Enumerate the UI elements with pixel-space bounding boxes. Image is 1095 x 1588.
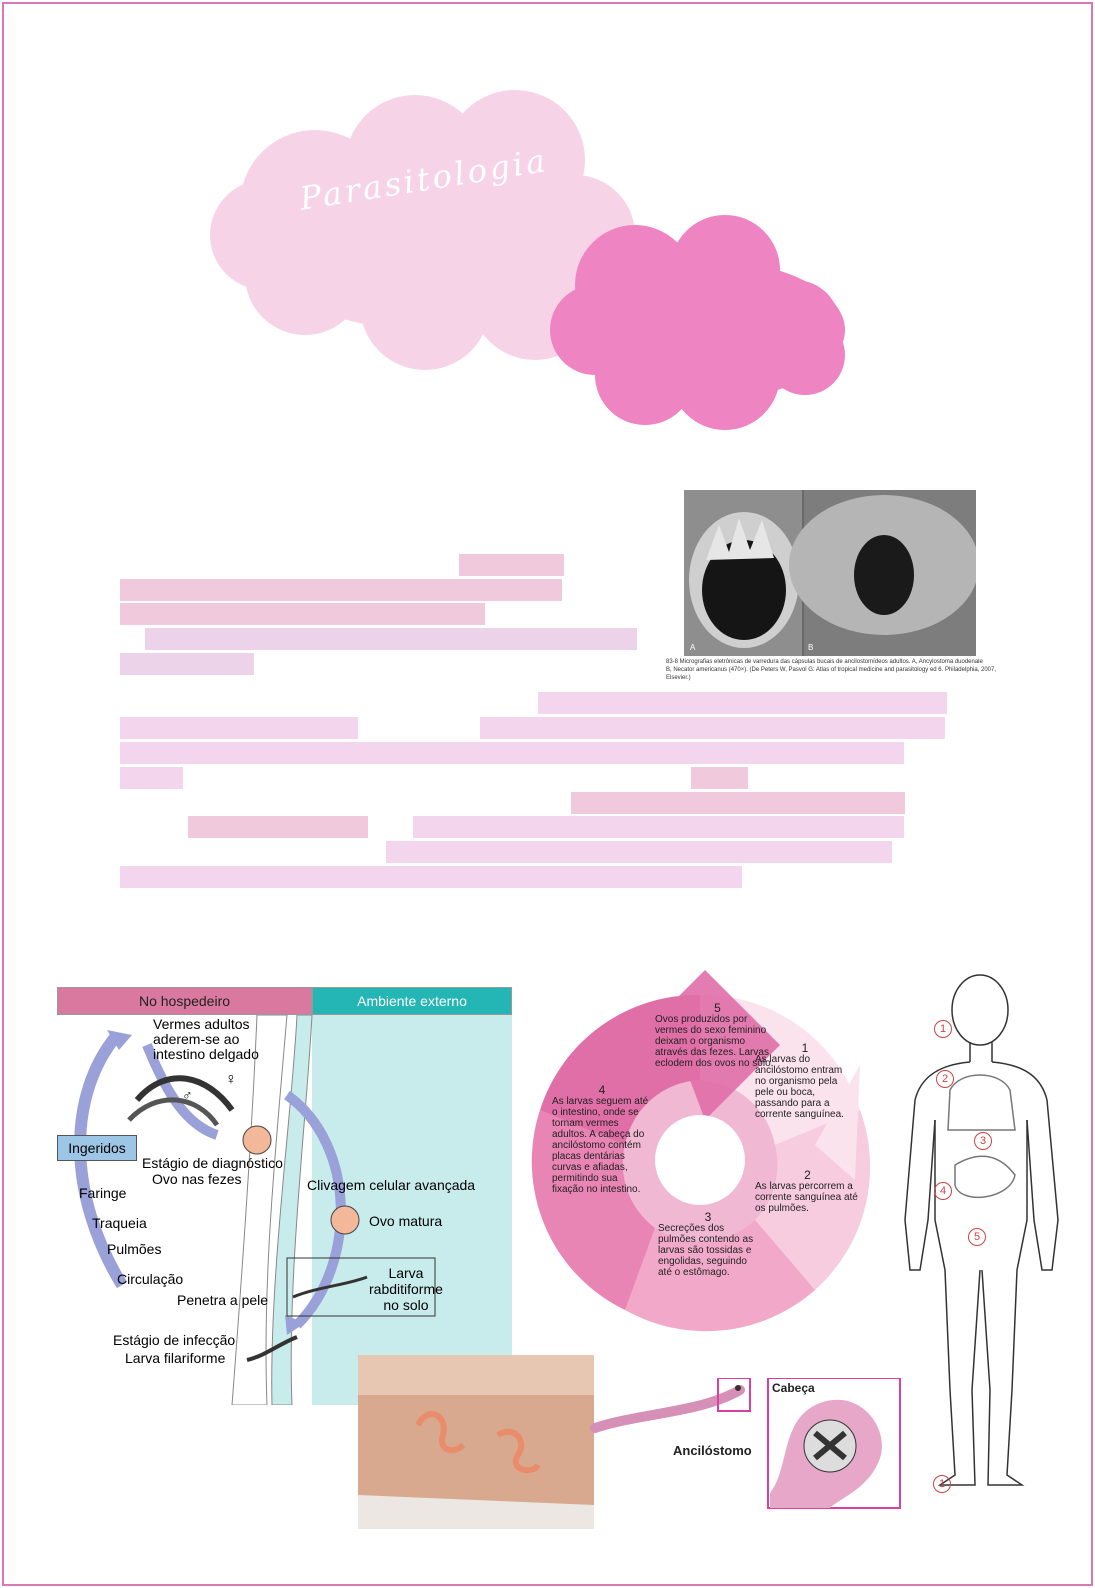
larva-line-3: no solo (383, 1297, 429, 1313)
body-marker-5: 5 (968, 1228, 986, 1246)
step-1-text: As larvas do ancilóstomo entram no organ… (755, 1054, 844, 1120)
step-4-text: As larvas seguem até o intestino, onde s… (552, 1096, 649, 1195)
step-3-number: 3 (704, 1210, 712, 1224)
adult-worms-label: Vermes adultos aderem-se ao intestino de… (153, 1016, 259, 1062)
female-symbol: ♀ (225, 1071, 237, 1088)
micrograph-image: A B (684, 490, 979, 656)
penetrates-skin-label: Penetra a pele (177, 1292, 269, 1308)
worm-name-label: Ancilóstomo (673, 1443, 752, 1458)
cycle-diagram (531, 970, 871, 1332)
pharynx-label: Faringe (79, 1185, 127, 1201)
human-body-figure (904, 974, 1059, 1486)
micrograph-caption: 83-8 Micrografias eletrônicas de varredu… (666, 658, 996, 682)
micrograph-label-b: B (808, 643, 813, 652)
body-marker-2: 2 (936, 1070, 954, 1088)
worm-head-label: Cabeça (772, 1381, 815, 1395)
step-5-number: 5 (714, 1001, 721, 1015)
rhabditiform-label: Larva rabditiforme no solo (369, 1265, 443, 1313)
lifecycle-diagram: No hospedeiro Ambiente externo Vermes ad… (57, 987, 512, 1405)
step-5-text: Ovos produzidos por vermes do sexo femin… (655, 1014, 774, 1069)
dark-cloud (550, 215, 845, 430)
body-marker-1: 1 (934, 1020, 952, 1038)
cycle-step-4: 4 As larvas seguem até o intestino, onde… (552, 1083, 652, 1195)
step-1-number: 1 (801, 1041, 809, 1055)
lungs-label: Pulmões (107, 1241, 162, 1257)
step-2-text: As larvas percorrem a corrente sanguínea… (755, 1181, 858, 1214)
larva-line-2: rabditiforme (369, 1281, 443, 1297)
step-3-text: Secreções dos pulmões contendo as larvas… (658, 1223, 754, 1278)
micrograph-drawing: A B (684, 490, 979, 656)
cycle-step-2: 2 As larvas percorrem a corrente sanguín… (755, 1168, 860, 1214)
egg-in-feces-label: Ovo nas fezes (152, 1171, 242, 1187)
cycle-step-1: 1 As larvas do ancilóstomo entram no org… (755, 1041, 855, 1120)
ingested-box: Ingeridos (57, 1135, 137, 1161)
filariform-larva-label: Larva filariforme (125, 1350, 226, 1366)
micrograph-label-a: A (690, 643, 696, 652)
infection-stage-label: Estágio de infecção (113, 1332, 236, 1348)
skin-lesion-photo (358, 1355, 594, 1529)
body-marker-3: 3 (974, 1132, 992, 1150)
light-cloud (210, 90, 635, 370)
header-host: No hospedeiro (57, 987, 312, 1015)
body-marker-1b: 1 (933, 1475, 951, 1493)
caption-line-2: B, Necator americanus (470×). (De Peters… (666, 667, 997, 681)
body-marker-4: 4 (934, 1182, 952, 1200)
male-symbol: ♂ (182, 1087, 193, 1103)
caption-line-1: 83-8 Micrografias eletrônicas de varredu… (666, 659, 983, 665)
step-2-number: 2 (804, 1168, 811, 1182)
title-clouds (210, 90, 845, 430)
diagnostic-stage-label: Estágio de diagnóstico (142, 1155, 283, 1171)
circulation-label: Circulação (117, 1271, 184, 1287)
cleavage-label: Clivagem celular avançada (307, 1177, 476, 1193)
cycle-step-5: 5 Ovos produzidos por vermes do sexo fem… (655, 1001, 780, 1069)
hookworm-illustration (590, 1378, 901, 1509)
larva-line-1: Larva (388, 1265, 424, 1281)
egg-matures-label: Ovo matura (369, 1213, 443, 1229)
cycle-step-3: 3 Secreções dos pulmões contendo as larv… (658, 1210, 758, 1278)
step-4-number: 4 (598, 1083, 606, 1097)
header-env: Ambiente externo (312, 987, 512, 1015)
trachea-label: Traqueia (92, 1215, 147, 1231)
